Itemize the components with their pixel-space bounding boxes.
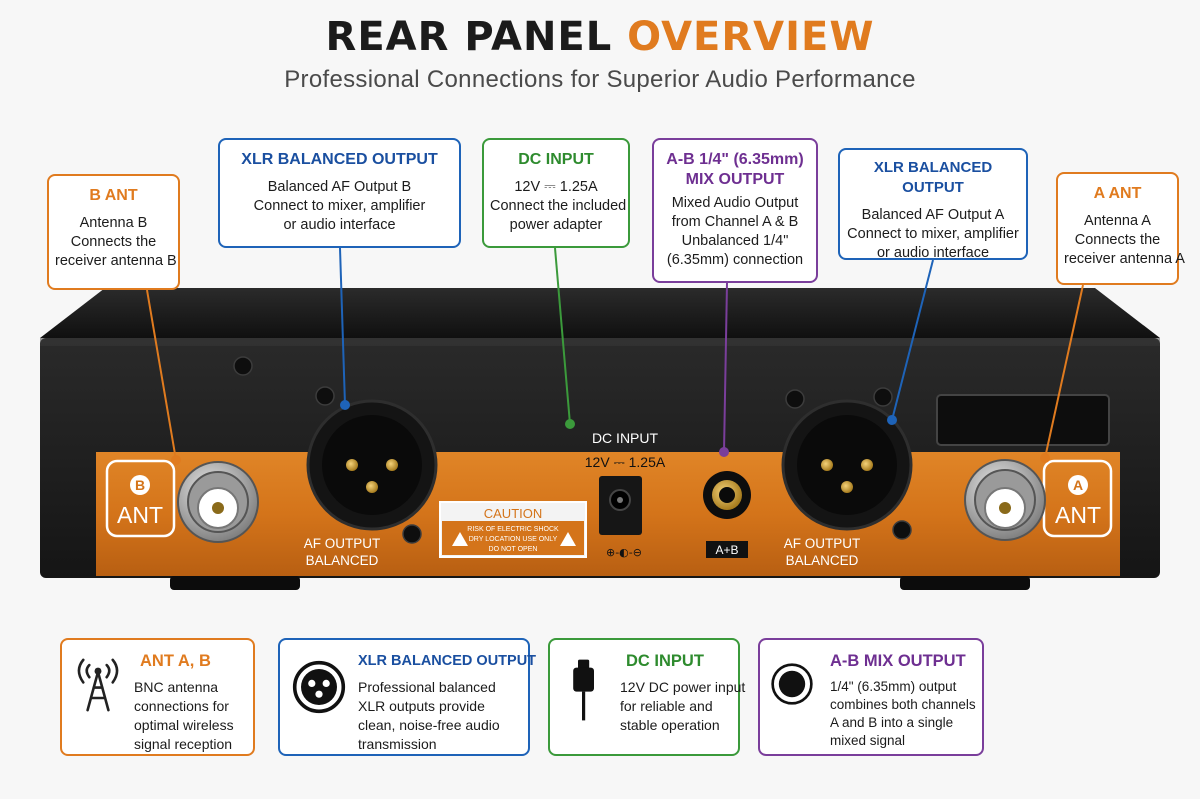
leader-mix xyxy=(723,282,728,453)
bnc-connector-a xyxy=(964,459,1046,541)
svg-text:A+B: A+B xyxy=(715,543,738,557)
callout-xlr-a-title: XLR BALANCED OUTPUT xyxy=(873,159,993,196)
leader-b-ant xyxy=(146,289,177,461)
card-xlr-title: XLR BALANCED OUTPUT xyxy=(358,653,537,669)
bnc-connector-b xyxy=(177,461,259,543)
svg-text:ANT: ANT xyxy=(117,502,163,528)
antenna-icon xyxy=(77,658,119,712)
callout-mix: A-B 1/4" (6.35mm) MIX OUTPUT Mixed Audio… xyxy=(652,138,818,283)
svg-text:DRY LOCATION USE ONLY: DRY LOCATION USE ONLY xyxy=(469,536,558,543)
svg-text:ANT: ANT xyxy=(1055,502,1101,528)
xlr-connector-b xyxy=(306,399,438,531)
card-xlr-text: Professional balanced XLR outputs provid… xyxy=(358,679,500,752)
svg-text:AF OUTPUT: AF OUTPUT xyxy=(784,536,861,551)
card-dc-title: DC INPUT xyxy=(626,652,704,670)
callout-xlr-b-title: XLR BALANCED OUTPUT xyxy=(241,151,438,168)
callout-xlr-a: XLR BALANCED OUTPUT Balanced AF Output A… xyxy=(838,148,1028,261)
svg-text:BALANCED: BALANCED xyxy=(306,553,379,568)
callout-dc: DC INPUT 12V ⎓ 1.25A Connect the include… xyxy=(482,138,630,248)
svg-text:CAUTION: CAUTION xyxy=(484,506,543,521)
xlr-connector-icon xyxy=(292,660,346,714)
leader-dc xyxy=(554,247,571,425)
feature-card-mix: A-B MIX OUTPUT 1/4" (6.35mm) output comb… xyxy=(758,638,984,756)
svg-text:DC INPUT: DC INPUT xyxy=(592,430,659,446)
svg-text:AF OUTPUT: AF OUTPUT xyxy=(304,536,381,551)
card-antenna-text: BNC antenna connections for optimal wire… xyxy=(134,679,234,752)
card-dc-text: 12V DC power input for reliable and stab… xyxy=(620,679,746,733)
chassis-top xyxy=(40,288,1160,338)
svg-text:BALANCED: BALANCED xyxy=(786,553,859,568)
svg-text:B: B xyxy=(135,477,145,493)
foot-left xyxy=(170,576,300,590)
power-adapter-icon xyxy=(573,659,594,721)
svg-text:A: A xyxy=(1073,477,1083,493)
svg-text:⊕-◐-⊖: ⊕-◐-⊖ xyxy=(606,546,642,559)
page-title: REAR PANEL OVERVIEW xyxy=(0,14,1200,60)
callout-b-ant: B ANT Antenna B Connects the receiver an… xyxy=(47,174,180,290)
card-mix-title: A-B MIX OUTPUT xyxy=(830,652,966,670)
display-window xyxy=(936,394,1110,446)
caution-label: CAUTION RISK OF ELECTRIC SHOCK DRY LOCAT… xyxy=(439,501,587,558)
xlr-connector-a xyxy=(781,399,913,531)
callout-a-ant: A ANT Antenna A Connects the receiver an… xyxy=(1056,172,1185,285)
svg-text:12V ⎓ 1.25A: 12V ⎓ 1.25A xyxy=(585,454,666,470)
title-main: REAR PANEL xyxy=(325,14,613,60)
callout-mix-title: A-B 1/4" (6.35mm) MIX OUTPUT xyxy=(666,151,804,188)
leader-a-ant xyxy=(1044,284,1084,459)
jack-icon xyxy=(771,663,813,705)
svg-text:RISK OF ELECTRIC SHOCK: RISK OF ELECTRIC SHOCK xyxy=(467,526,559,533)
callout-dc-title: DC INPUT xyxy=(518,151,594,168)
mix-jack xyxy=(703,471,751,519)
feature-card-dc: DC INPUT 12V DC power input for reliable… xyxy=(548,638,745,756)
feature-card-antenna: ANT A, B BNC antenna connections for opt… xyxy=(60,638,255,756)
svg-text:DO NOT OPEN: DO NOT OPEN xyxy=(489,546,538,553)
feature-card-xlr: XLR BALANCED OUTPUT Professional balance… xyxy=(278,638,536,756)
callout-b-ant-title: B ANT xyxy=(89,187,138,204)
page-subtitle: Professional Connections for Superior Au… xyxy=(284,66,916,93)
callout-a-ant-title: A ANT xyxy=(1093,185,1142,202)
leader-xlr-b xyxy=(339,247,346,406)
screw-heads xyxy=(233,356,912,544)
leader-xlr-a xyxy=(891,259,934,421)
card-antenna-title: ANT A, B xyxy=(140,652,211,670)
callout-xlr-b: XLR BALANCED OUTPUT Balanced AF Output B… xyxy=(218,138,461,248)
title-accent: OVERVIEW xyxy=(627,14,875,60)
card-mix-text: 1/4" (6.35mm) output combines both chann… xyxy=(830,679,976,748)
foot-right xyxy=(900,576,1030,590)
